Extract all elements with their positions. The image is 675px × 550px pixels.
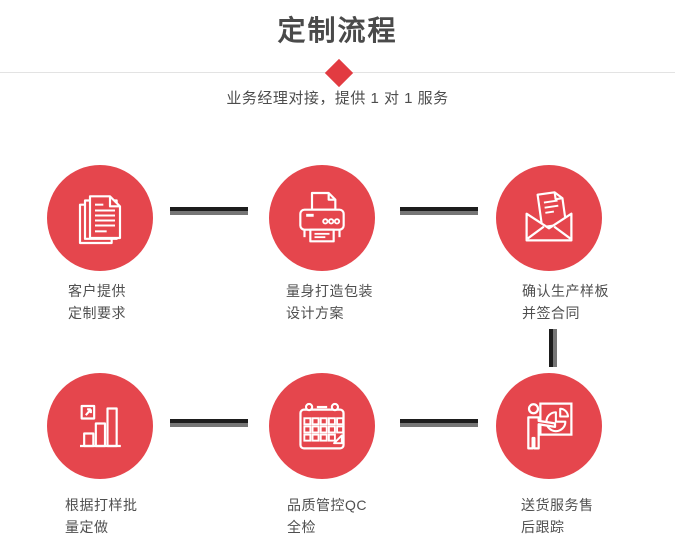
step-label-line1: 量身打造包装	[286, 283, 373, 299]
step-label-line1: 根据打样批	[65, 497, 138, 513]
step-label-line2: 量定做	[65, 519, 109, 535]
step-circle-3	[496, 165, 602, 271]
connector-row1-row2	[549, 329, 557, 367]
step-label-5: 品质管控QC 全检	[287, 494, 367, 538]
step-circle-4	[47, 373, 153, 479]
calendar-icon	[299, 402, 345, 450]
step-circle-2	[269, 165, 375, 271]
documents-icon	[78, 195, 122, 245]
step-label-1: 客户提供 定制要求	[68, 280, 126, 324]
connector-step1-step2	[170, 207, 248, 215]
step-label-line1: 客户提供	[68, 283, 126, 299]
step-circle-1	[47, 165, 153, 271]
step-label-line2: 全检	[287, 519, 316, 535]
bar-chart-icon	[80, 404, 121, 448]
printer-icon	[299, 191, 345, 243]
envelope-icon	[525, 191, 573, 242]
step-label-6: 送货服务售 后跟踪	[521, 494, 594, 538]
diamond-marker-icon	[324, 58, 354, 88]
connector-step5-step6	[400, 419, 478, 427]
subtitle: 业务经理对接，提供 1 对 1 服务	[226, 90, 449, 107]
page-title: 定制流程	[277, 15, 398, 46]
step-label-line2: 设计方案	[286, 305, 344, 321]
step-label-3: 确认生产样板 并签合同	[522, 280, 609, 324]
step-label-line1: 品质管控QC	[287, 497, 367, 513]
step-label-4: 根据打样批 量定做	[65, 494, 138, 538]
step-label-line1: 确认生产样板	[522, 283, 609, 299]
step-label-line2: 定制要求	[68, 305, 126, 321]
step-label-2: 量身打造包装 设计方案	[286, 280, 373, 324]
connector-step4-step5	[170, 419, 248, 427]
presentation-icon	[527, 402, 573, 450]
step-label-line2: 并签合同	[522, 305, 580, 321]
step-label-line1: 送货服务售	[521, 497, 594, 513]
step-circle-5	[269, 373, 375, 479]
connector-step2-step3	[400, 207, 478, 215]
step-label-line2: 后跟踪	[521, 519, 565, 535]
step-circle-6	[496, 373, 602, 479]
